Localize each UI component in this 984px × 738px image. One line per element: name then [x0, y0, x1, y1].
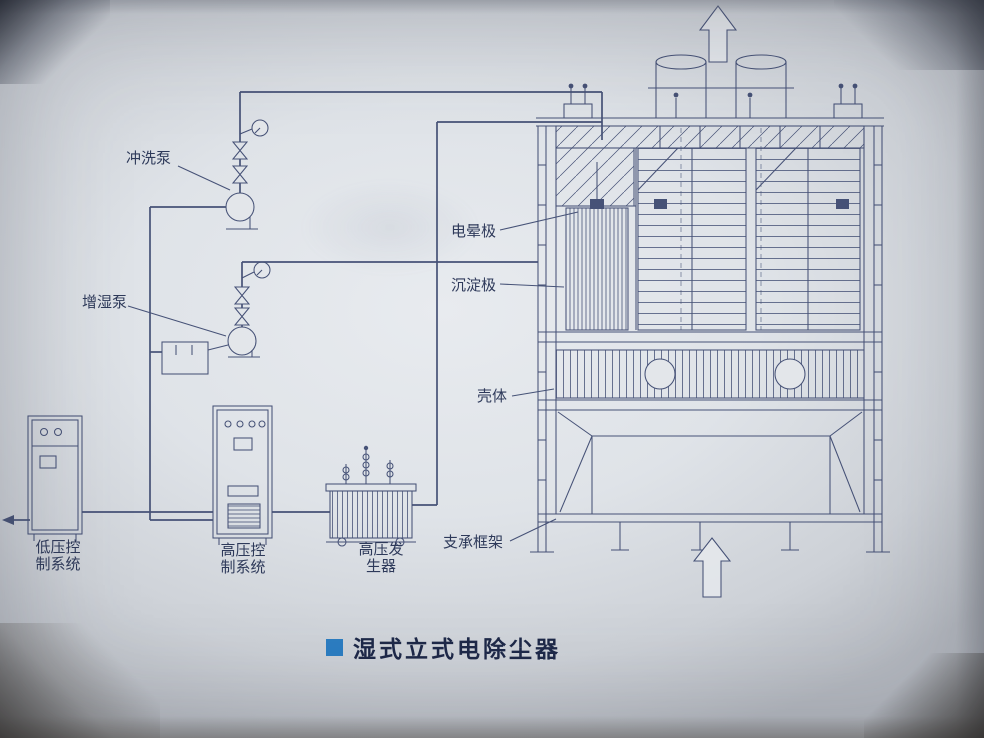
diagram-labels: 冲洗泵 增湿泵 电晕极 沉淀极 壳体 支承框架 低压控 制系统 高压控 制系统 … — [35, 149, 507, 576]
caption-text: 湿式立式电除尘器 — [353, 637, 561, 663]
manhole — [644, 358, 676, 390]
lv-control-cabinet — [27, 415, 83, 541]
valve — [233, 286, 251, 305]
roof-insulators — [563, 83, 863, 119]
label-humidifier-pump: 增湿泵 — [82, 293, 127, 311]
flushing-pump — [225, 192, 258, 230]
label-flush-pump: 冲洗泵 — [126, 149, 171, 167]
valve — [231, 165, 249, 184]
control-wiring — [2, 121, 602, 525]
valve — [231, 141, 249, 160]
rapper-box — [590, 199, 604, 209]
figure-caption: 湿式立式电除尘器 — [326, 630, 561, 664]
hv-control-cabinet — [212, 405, 273, 545]
corona-electrode-bundle — [565, 207, 629, 331]
label-lv-control-line1: 低压控 — [35, 538, 80, 556]
label-hv-generator-line2: 生器 — [366, 557, 396, 575]
gas-outlet-arrow — [698, 5, 738, 63]
label-support-frame: 支承框架 — [443, 533, 503, 551]
hv-generator-transformer — [325, 445, 417, 547]
power-feed-arrow — [2, 515, 14, 525]
outlet-cylinders — [648, 54, 794, 118]
label-lv-control-line2: 制系统 — [35, 555, 80, 573]
caption-bullet-square — [326, 638, 343, 656]
label-shell: 壳体 — [477, 387, 507, 405]
precipitator-elevation — [530, 5, 890, 598]
rapper-box — [654, 199, 667, 209]
right-frame-column — [873, 126, 883, 552]
water-tank — [161, 341, 209, 375]
label-collecting-electrode: 沉淀极 — [451, 276, 496, 294]
rapper-box — [836, 199, 849, 209]
label-hv-generator-line1: 高压发 — [358, 540, 403, 558]
label-hv-control-line2: 制系统 — [220, 558, 265, 576]
water-system — [161, 91, 603, 375]
left-frame-column — [537, 126, 547, 552]
label-hv-control-line1: 高压控 — [220, 541, 265, 559]
gas-inlet-arrow — [692, 537, 732, 598]
leader-lines — [127, 165, 579, 542]
manhole — [774, 358, 806, 390]
vent-grille — [227, 503, 261, 529]
valve — [233, 307, 251, 326]
label-corona-electrode: 电晕极 — [451, 222, 496, 240]
humidifier-pump — [227, 326, 260, 358]
